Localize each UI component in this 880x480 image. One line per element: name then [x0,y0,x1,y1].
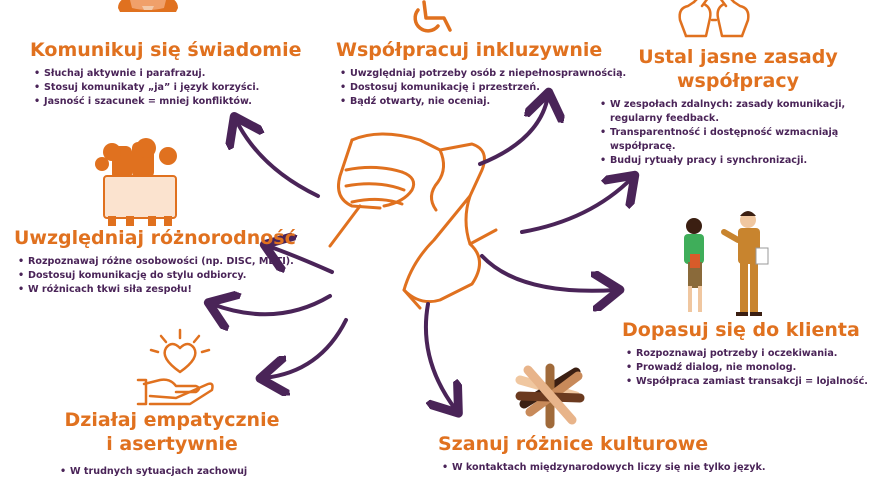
section-roznorodnosc-bullets: Rozpoznawaj różne osobowości (np. DISC, … [14,255,296,297]
section-kultura-title: Szanuj różnice kulturowe [438,433,709,455]
bullet: Słuchaj aktywnie i parafrazuj. [34,67,301,81]
arrow-to-empatia-low [264,318,348,378]
arrow-to-komunikuj [236,120,320,198]
person-illustration [118,0,178,12]
section-empatia: Działaj empatycznie i asertywnie W trudn… [56,408,288,480]
bullet: Rozpoznawaj różne osobowości (np. DISC, … [18,255,296,269]
section-wspolpracuj: Współpracuj inkluzywnie Uwzględniaj potr… [336,38,626,109]
section-kultura: Szanuj różnice kulturowe W kontaktach mi… [438,432,768,475]
bullet: Dostosuj komunikację do stylu odbiorcy. [18,269,296,283]
arrow-to-klient [480,254,616,291]
section-klient-title: Dopasuj się do klienta [622,319,860,341]
heart-in-hand-icon [136,328,214,406]
section-zasady-title-line2: współpracy [676,70,799,92]
bullet: Bądź otwarty, nie oceniaj. [340,95,626,109]
diverse-group-with-banner-illustration [95,138,177,226]
arrow-to-roznorodnosc [268,246,334,274]
bullet: Uwzględniaj potrzeby osób z niepełnospra… [340,67,626,81]
bullet: W zespołach zdalnych: zasady komunikacji… [600,98,872,126]
section-klient-bullets: Rozpoznawaj potrzeby i oczekiwania. Prow… [622,347,868,389]
section-roznorodnosc: Uwzględniaj różnorodność Rozpoznawaj róż… [14,226,296,297]
section-roznorodnosc-title: Uwzględniaj różnorodność [14,227,296,249]
section-empatia-title-line1: Działaj empatycznie [64,409,280,431]
bullet: Dostosuj komunikację i przestrzeń. [340,81,626,95]
bullet: W różnicach tkwi siła zespołu! [18,283,296,297]
bullet: Transparentność i dostępność wzmacniają … [600,126,872,154]
bullet: Buduj rytuały pracy i synchronizacji. [600,154,872,168]
section-zasady-bullets: W zespołach zdalnych: zasady komunikacji… [596,98,872,168]
bullet: Współpraca zamiast transakcji = lojalnoś… [626,375,868,389]
wheelchair-icon [413,0,452,33]
bullet: Rozpoznawaj potrzeby i oczekiwania. [626,347,868,361]
section-komunikuj-title: Komunikuj się świadomie [30,39,302,61]
arrow-to-zasady [520,178,632,234]
section-wspolpracuj-bullets: Uwzględniaj potrzeby osób z niepełnospra… [336,67,626,109]
bullet: W kontaktach międzynarodowych liczy się … [442,461,768,475]
bullet: Prowadź dialog, nie monolog. [626,361,868,375]
arrow-to-empatia [212,296,332,314]
bullet: Stosuj komunikaty „ja” i język korzyści. [34,81,301,95]
bullet: Jasność i szacunek = mniej konfliktów. [34,95,301,109]
section-empatia-title-line2: i asertywnie [106,433,238,455]
section-zasady: Ustal jasne zasady współpracy W zespołac… [596,45,880,168]
section-komunikuj: Komunikuj się świadomie Słuchaj aktywnie… [30,38,301,109]
section-komunikuj-bullets: Słuchaj aktywnie i parafrazuj. Stosuj ko… [30,67,301,109]
stacked-diverse-hands-illustration [515,363,585,429]
section-klient: Dopasuj się do klienta Rozpoznawaj potrz… [622,318,868,389]
arrows [212,96,632,410]
section-wspolpracuj-title: Współpracuj inkluzywnie [336,39,603,61]
business-meeting-illustration [684,211,769,316]
high-five-hands-icon [678,0,750,38]
section-empatia-bullets: W trudnych sytuacjach zachowuj spokój. [56,465,288,480]
section-zasady-title-line1: Ustal jasne zasady [638,46,838,68]
handshake-arm-wrestle-icon [328,132,498,310]
section-kultura-bullets: W kontaktach międzynarodowych liczy się … [438,461,768,475]
bullet: W trudnych sytuacjach zachowuj spokój. [60,465,288,480]
arrow-to-kultura [423,302,456,410]
